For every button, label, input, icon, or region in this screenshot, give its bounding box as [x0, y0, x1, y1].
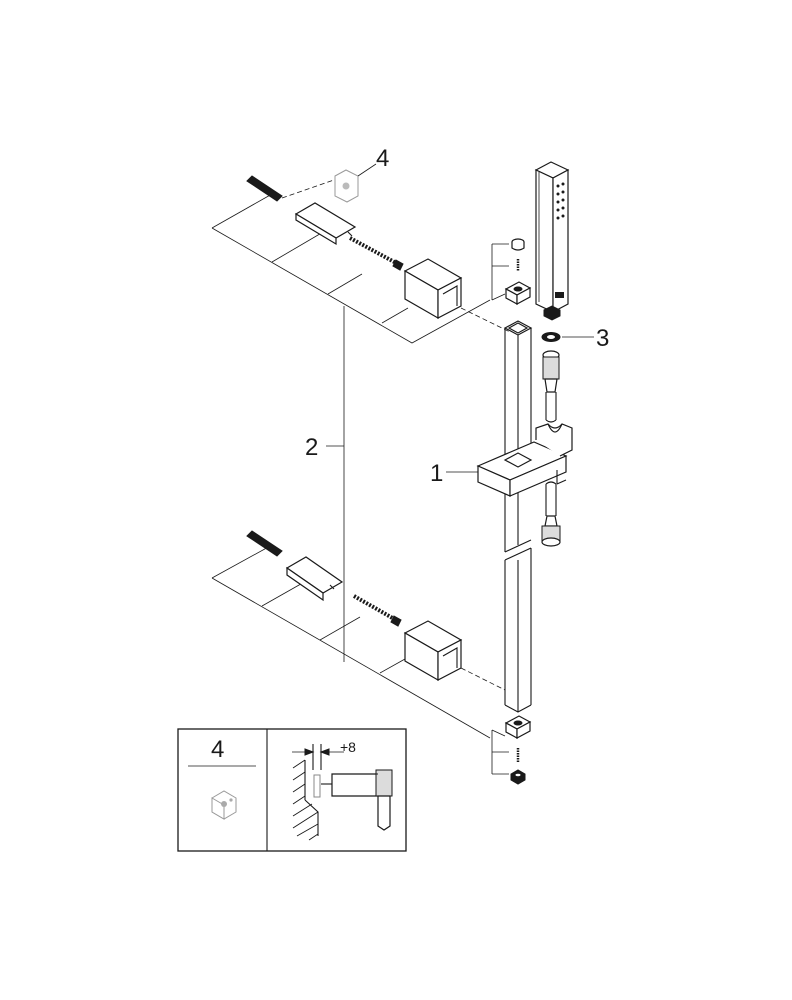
inset-bracket-icon — [211, 790, 237, 820]
upper-wall-plug — [246, 175, 283, 202]
ghost-wall-bracket — [281, 169, 359, 203]
upper-alignment-line — [460, 307, 511, 333]
inset-wall-section — [292, 759, 319, 841]
inset-offset-label: +8 — [340, 739, 356, 755]
inset-dimension: +8 — [292, 739, 356, 756]
inset-part-number: 4 — [211, 736, 224, 763]
callout-3: 3 — [596, 325, 609, 352]
upper-bracket-plate — [294, 202, 357, 246]
shower-rail — [503, 320, 533, 713]
upper-screw — [349, 236, 404, 271]
spray-nozzles — [556, 182, 565, 220]
lower-alignment-line — [460, 667, 506, 691]
lower-wall-plug — [246, 530, 283, 557]
inset-detail-box: 4 — [177, 728, 407, 852]
shower-hose — [541, 350, 561, 547]
upper-socket — [403, 258, 463, 320]
lower-screw — [353, 594, 402, 627]
lower-bracket-plate — [285, 556, 344, 602]
washer — [541, 332, 594, 342]
lower-wall-mount — [246, 530, 506, 691]
inset-fitted-socket — [321, 769, 393, 831]
hand-shower — [534, 161, 570, 321]
callout-2: 2 — [305, 434, 318, 461]
callout-1: 1 — [430, 460, 443, 487]
upper-wall-mount — [246, 169, 511, 333]
upper-wall-plane — [211, 193, 491, 344]
lower-socket — [403, 620, 463, 682]
bottom-cap-assembly — [491, 715, 532, 785]
slide-holder — [476, 423, 573, 497]
top-cap-assembly — [491, 238, 532, 306]
callout-4: 4 — [376, 145, 389, 172]
